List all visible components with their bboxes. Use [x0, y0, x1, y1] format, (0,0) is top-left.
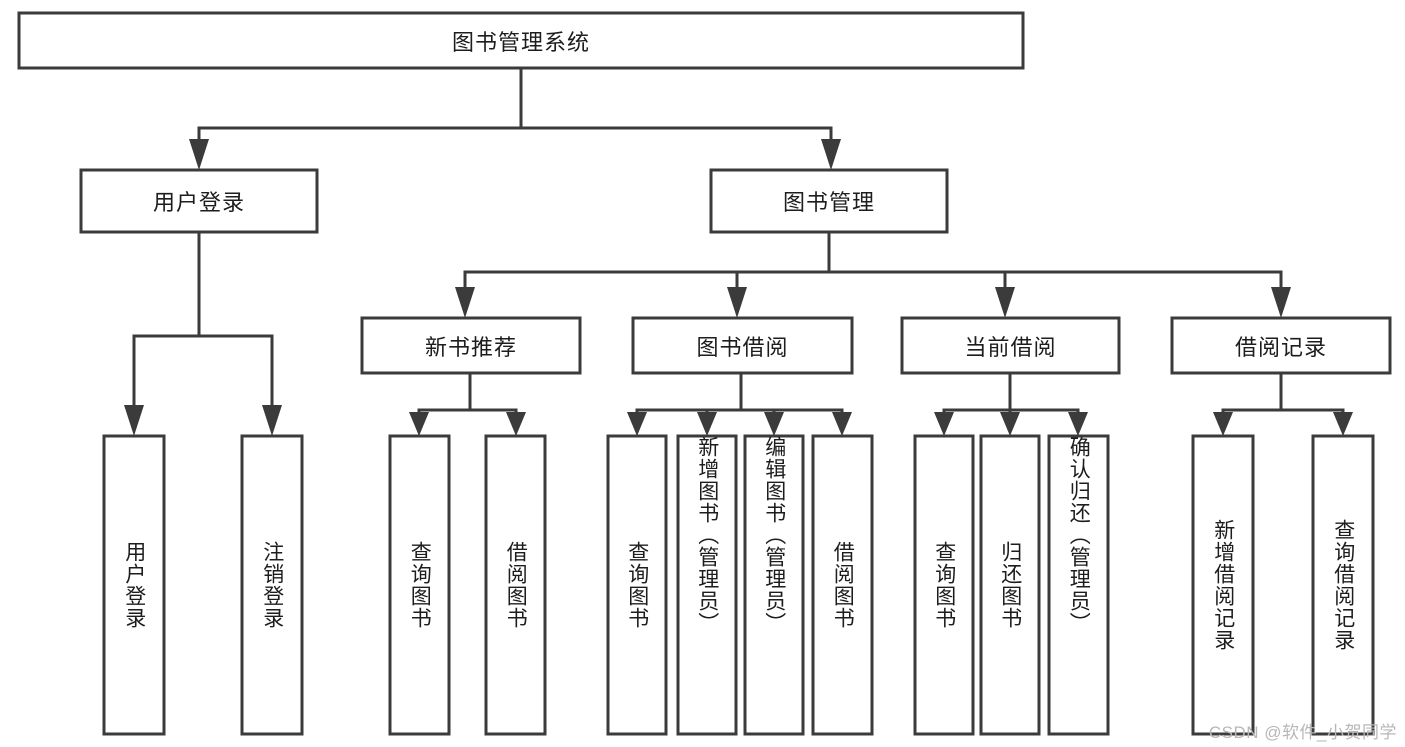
arrow-head-leaf-new-book-1 — [506, 412, 526, 436]
node-box-leaf-current-borrow-1[interactable] — [979, 434, 1041, 736]
node-box-root[interactable] — [17, 11, 1025, 70]
node-box-leaf-borrow-record-0[interactable] — [1191, 434, 1255, 736]
node-box-leaf-user-login-1[interactable] — [240, 434, 304, 736]
arrow-head-book-borrow — [727, 287, 747, 318]
arrow-head-leaf-book-borrow-0 — [627, 412, 647, 436]
arrow-head-book-management — [821, 139, 841, 170]
arrow-head-leaf-book-borrow-2 — [764, 412, 784, 436]
arrow-head-leaf-book-borrow-1 — [697, 412, 717, 436]
arrow-head-leaf-user-login-0 — [124, 405, 144, 436]
node-box-leaf-book-borrow-3[interactable] — [811, 434, 874, 736]
arrow-head-user-login — [189, 139, 209, 170]
node-box-leaf-new-book-1[interactable] — [484, 434, 547, 736]
arrow-head-leaf-user-login-1 — [262, 405, 282, 436]
node-box-leaf-book-borrow-0[interactable] — [606, 434, 668, 736]
node-box-leaf-current-borrow-0[interactable] — [913, 434, 975, 736]
node-box-leaf-current-borrow-2[interactable] — [1047, 434, 1110, 736]
node-box-borrow-record[interactable] — [1170, 316, 1392, 375]
arrow-head-leaf-borrow-record-1 — [1333, 412, 1353, 436]
arrow-head-leaf-borrow-record-0 — [1213, 412, 1233, 436]
arrow-head-leaf-current-borrow-2 — [1068, 412, 1088, 436]
node-box-book-management[interactable] — [709, 168, 949, 234]
node-box-leaf-user-login-0[interactable] — [102, 434, 166, 736]
node-box-book-borrow[interactable] — [631, 316, 854, 375]
arrow-head-leaf-book-borrow-3 — [832, 412, 852, 436]
node-box-leaf-book-borrow-2[interactable] — [743, 434, 805, 736]
node-box-current-borrow[interactable] — [900, 316, 1121, 375]
watermark-text: CSDN @软件_小贺同学 — [1208, 723, 1397, 742]
arrow-head-borrow-record — [1271, 287, 1291, 318]
arrow-head-new-book-recommend — [455, 287, 475, 318]
node-box-user-login[interactable] — [79, 168, 319, 234]
arrow-head-current-borrow — [995, 287, 1015, 318]
node-box-leaf-book-borrow-1[interactable] — [676, 434, 738, 736]
arrow-head-leaf-current-borrow-0 — [934, 412, 954, 436]
node-box-leaf-borrow-record-1[interactable] — [1311, 434, 1375, 736]
node-box-new-book-recommend[interactable] — [360, 316, 582, 375]
node-box-leaf-new-book-0[interactable] — [388, 434, 451, 736]
arrow-head-leaf-current-borrow-1 — [1000, 412, 1020, 436]
arrow-head-leaf-new-book-0 — [409, 412, 429, 436]
